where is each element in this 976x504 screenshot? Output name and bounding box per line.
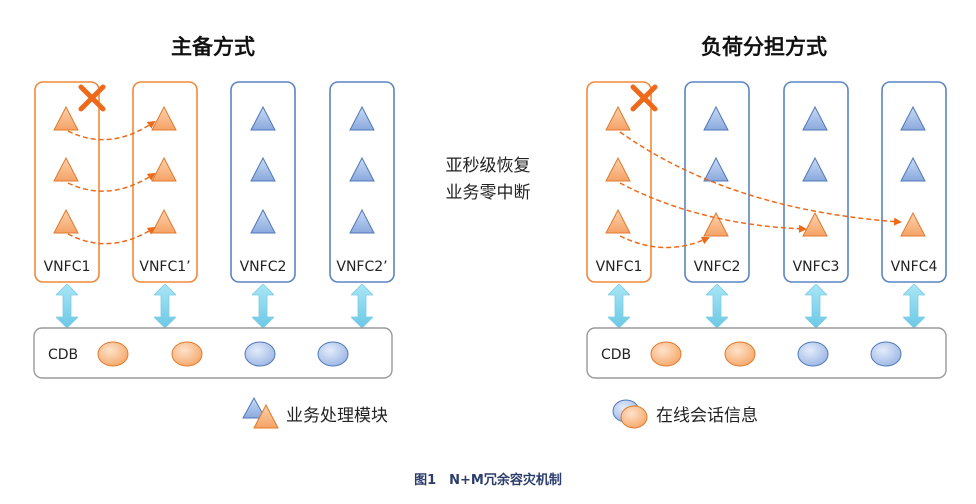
failover-arrow [67,226,156,245]
left-module-label-1: VNFC1 [44,259,91,275]
double-arrow-icon [56,284,78,328]
circle-icon [870,341,902,367]
right-module-label-4: VNFC4 [891,259,938,275]
triangle-icon [900,156,926,182]
triangle-icon [802,156,828,182]
left-cdb-label: CDB [48,347,78,363]
legend-circle: 在线会话信息 [612,399,758,429]
triangle-icon [605,105,631,131]
triangle-icon [53,208,79,234]
right-cdb-sessions [650,341,902,367]
right-module-boxes [586,81,947,283]
circle-icon [724,341,756,367]
failover-arrow [67,120,156,141]
right-title: 负荷分担方式 [701,35,827,59]
legend-circle-label: 在线会话信息 [656,406,758,426]
left-module-box-4 [329,81,395,283]
failover-arrow [67,172,156,192]
legend-triangle: 业务处理模块 [242,396,388,429]
triangle-icon [605,208,631,234]
failover-arrow [619,235,710,249]
double-arrow-icon [608,284,630,328]
triangle-icon [605,156,631,182]
triangle-icon [250,156,276,182]
circle-icon [797,341,829,367]
right-sync-arrows [608,284,925,328]
triangle-icon [253,403,279,429]
right-cdb-box [586,327,947,379]
triangle-icon [53,156,79,182]
right-module-box-1 [586,81,652,283]
circle-icon [97,341,129,367]
triangle-icon [53,105,79,131]
right-module-label-3: VNFC3 [793,259,840,275]
x-mark-icon [630,84,658,112]
failover-arrow [619,131,902,226]
double-arrow-icon [351,284,373,328]
no-interruption-text: 业务零中断 [446,183,531,203]
triangle-icon [900,211,926,237]
triangle-icon [802,105,828,131]
double-arrow-icon [252,284,274,328]
triangle-icon [349,156,375,182]
recovery-text: 亚秒级恢复 [446,156,531,176]
left-module-label-4: VNFC2’ [336,259,387,275]
left-cdb-sessions [97,341,349,367]
left-module-label-2: VNFC1’ [139,259,190,275]
x-mark-icon [78,84,106,112]
triangle-icon [349,105,375,131]
double-arrow-icon [903,284,925,328]
triangle-icon [900,105,926,131]
left-cdb-box [33,327,393,379]
triangle-icon [349,208,375,234]
left-sync-arrows [56,284,373,328]
left-module-label-3: VNFC2 [240,259,287,275]
double-arrow-icon [805,284,827,328]
triangle-icon [151,208,177,234]
failover-arrow [619,182,807,233]
left-module-boxes [34,81,395,283]
right-module-label-2: VNFC2 [694,259,741,275]
double-arrow-icon [706,284,728,328]
left-title: 主备方式 [171,35,255,59]
triangle-icon [151,156,177,182]
triangle-icon [703,211,729,237]
circle-icon [171,341,203,367]
circle-icon [244,341,276,367]
circle-icon [650,341,682,367]
left-module-box-3 [230,81,296,283]
figure-caption: 图1 N+M冗余容灾机制 [414,472,562,488]
legend-triangle-label: 业务处理模块 [286,406,388,426]
triangle-icon [250,208,276,234]
left-failover-arrows [67,120,156,245]
triangle-icon [250,105,276,131]
right-cdb-label: CDB [601,347,631,363]
circle-icon [620,405,648,429]
circle-icon [317,341,349,367]
left-module-box-2 [132,81,198,283]
triangle-icon [151,105,177,131]
right-module-box-4 [881,81,947,283]
left-module-box-1 [34,81,100,283]
right-triangles [605,105,926,237]
double-arrow-icon [154,284,176,328]
triangle-icon [242,396,266,419]
right-module-label-1: VNFC1 [596,259,643,275]
triangle-icon [703,105,729,131]
right-module-box-3 [783,81,849,283]
left-triangles [53,105,375,234]
triangle-icon [802,211,828,237]
right-module-box-2 [684,81,750,283]
triangle-icon [703,156,729,182]
right-failover-arrows [619,131,902,249]
